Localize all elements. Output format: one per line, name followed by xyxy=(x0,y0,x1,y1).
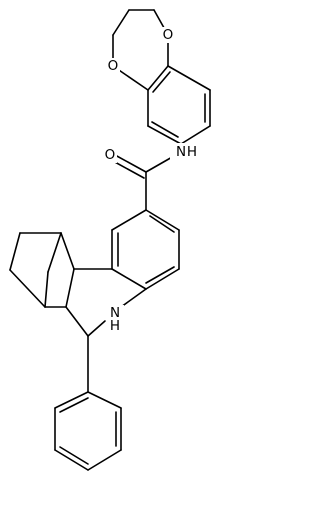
oxygen-label: O xyxy=(163,27,174,43)
bond xyxy=(149,215,175,233)
bond xyxy=(112,160,145,179)
bond xyxy=(87,449,122,471)
hydrogen-label: H xyxy=(187,144,197,160)
bond xyxy=(9,269,46,308)
bond xyxy=(87,320,106,337)
atom-amide-nh: N H xyxy=(170,143,198,161)
bond xyxy=(65,268,75,308)
atom-o-dioxane-bottom: O xyxy=(106,58,120,74)
bond xyxy=(151,121,179,138)
bond xyxy=(60,232,75,270)
bond xyxy=(145,266,175,284)
atom-o-dioxane-top: O xyxy=(161,27,175,43)
nitrogen-label: N xyxy=(176,144,186,160)
bond xyxy=(54,449,89,471)
bonds xyxy=(9,9,211,471)
bond xyxy=(114,154,147,173)
bond xyxy=(87,391,122,409)
bond xyxy=(112,9,130,36)
nitrogen-label: N xyxy=(110,305,120,321)
bond xyxy=(152,71,171,93)
bond xyxy=(147,65,169,91)
oxygen-label: O xyxy=(105,147,116,163)
bond xyxy=(145,268,180,290)
bond xyxy=(111,268,147,290)
bond xyxy=(111,209,147,231)
bond xyxy=(65,306,89,337)
atom-amide-o: O xyxy=(103,147,117,163)
bond xyxy=(120,288,147,308)
bond xyxy=(167,65,211,91)
hydrogen-label: H xyxy=(110,318,120,334)
chemical-structure: O O N H O N H xyxy=(9,9,211,471)
bond xyxy=(47,232,62,273)
bond xyxy=(59,397,89,413)
atom-ring-nh: N H xyxy=(106,305,124,334)
bond xyxy=(145,209,180,231)
oxygen-label: O xyxy=(108,58,119,74)
bond xyxy=(59,446,89,465)
bond xyxy=(54,391,89,409)
bond xyxy=(9,232,21,271)
bond xyxy=(180,125,211,145)
bond xyxy=(44,271,49,308)
bond xyxy=(147,125,182,145)
